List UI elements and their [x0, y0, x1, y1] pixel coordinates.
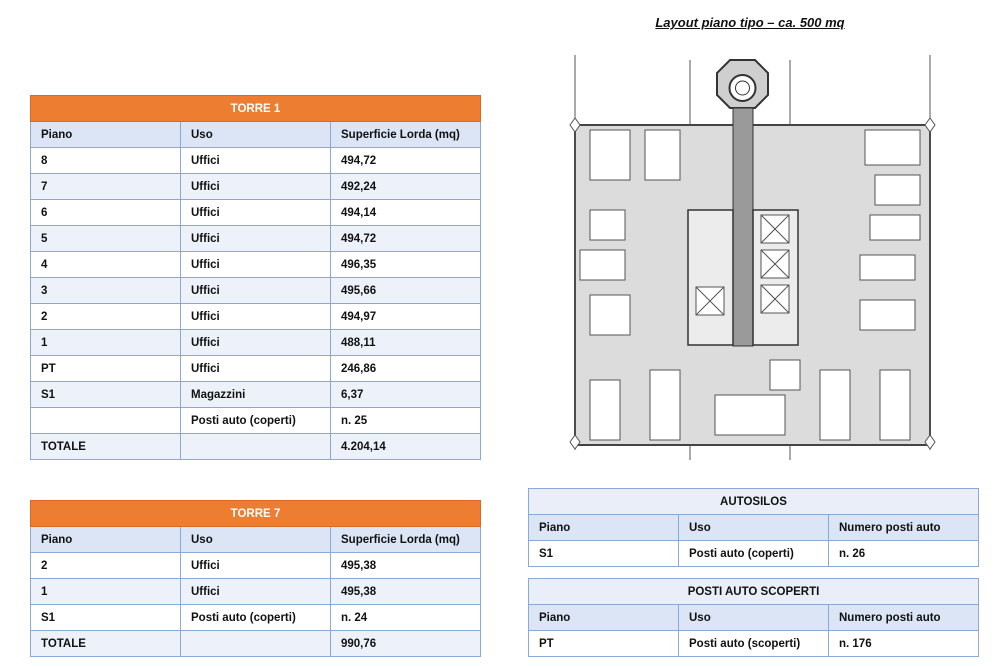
cell-uso: Uffici — [180, 225, 331, 252]
cell-superficie: 494,72 — [330, 225, 481, 252]
torre7-title: TORRE 7 — [30, 500, 481, 527]
cell-superficie: 495,38 — [330, 552, 481, 579]
cell-uso — [180, 433, 331, 460]
cell-piano: 7 — [30, 173, 181, 200]
cell-uso: Uffici — [180, 173, 331, 200]
total-row: TOTALE 4.204,14 — [30, 433, 481, 460]
column-header-piano: Piano — [30, 526, 181, 553]
cell-uso: Magazzini — [180, 381, 331, 408]
cell-uso — [180, 630, 331, 657]
cell-superficie: 496,35 — [330, 251, 481, 278]
cell-piano: 3 — [30, 277, 181, 304]
cell-uso: Uffici — [180, 329, 331, 356]
cell-numero-posti: n. 26 — [828, 540, 979, 567]
column-header-uso: Uso — [678, 514, 829, 541]
table-row: Posti auto (coperti)n. 25 — [30, 407, 481, 434]
cell-superficie: 495,66 — [330, 277, 481, 304]
cell-piano: PT — [30, 355, 181, 382]
column-header-piano: Piano — [528, 514, 679, 541]
cell-superficie: 494,72 — [330, 147, 481, 174]
cell-superficie: 990,76 — [330, 630, 481, 657]
cell-piano: TOTALE — [30, 433, 181, 460]
cell-numero-posti: n. 176 — [827, 630, 980, 657]
cell-piano — [30, 407, 181, 434]
column-header-superficie: Superficie Lorda (mq) — [330, 121, 481, 148]
total-row: TOTALE 990,76 — [30, 630, 481, 657]
cell-superficie: 494,97 — [330, 303, 481, 330]
torre7-table: TORRE 7 Piano Uso Superficie Lorda (mq) … — [30, 500, 481, 657]
cell-uso: Posti auto (coperti) — [180, 407, 331, 434]
cell-superficie: 4.204,14 — [330, 433, 481, 460]
cell-piano: 4 — [30, 251, 181, 278]
cell-superficie: 495,38 — [330, 578, 481, 605]
cell-uso: Posti auto (coperti) — [678, 540, 829, 567]
cell-uso: Uffici — [180, 303, 331, 330]
column-header-numero-posti: Numero posti auto — [827, 604, 980, 631]
torre1-table: TORRE 1 Piano Uso Superficie Lorda (mq) … — [30, 95, 481, 460]
column-header-uso: Uso — [678, 604, 829, 631]
column-header-piano: Piano — [30, 121, 181, 148]
cell-superficie: n. 25 — [330, 407, 481, 434]
cell-piano: PT — [528, 630, 679, 657]
cell-uso: Uffici — [180, 355, 331, 382]
cell-superficie: 492,24 — [330, 173, 481, 200]
floor-plan-drawing — [569, 55, 936, 460]
scoperti-title: POSTI AUTO SCOPERTI — [527, 578, 980, 605]
cell-piano: S1 — [30, 381, 181, 408]
cell-piano: 8 — [30, 147, 181, 174]
column-header-uso: Uso — [180, 526, 331, 553]
cell-piano: 5 — [30, 225, 181, 252]
cell-superficie: 246,86 — [330, 355, 481, 382]
autosilos-table: AUTOSILOS Piano Uso Numero posti auto S1… — [528, 488, 979, 567]
cell-superficie: 6,37 — [330, 381, 481, 408]
posti-auto-scoperti-table: POSTI AUTO SCOPERTI Piano Uso Numero pos… — [527, 578, 980, 657]
cell-uso: Uffici — [180, 552, 331, 579]
torre1-title: TORRE 1 — [30, 95, 481, 122]
column-header-superficie: Superficie Lorda (mq) — [330, 526, 481, 553]
cell-piano: S1 — [528, 540, 679, 567]
cell-piano: 2 — [30, 303, 181, 330]
cell-uso: Uffici — [180, 251, 331, 278]
cell-piano: 6 — [30, 199, 181, 226]
column-header-uso: Uso — [180, 121, 331, 148]
cell-piano: TOTALE — [30, 630, 181, 657]
cell-superficie: n. 24 — [330, 604, 481, 631]
column-header-numero-posti: Numero posti auto — [828, 514, 979, 541]
cell-uso: Posti auto (scoperti) — [678, 630, 829, 657]
cell-uso: Uffici — [180, 199, 331, 226]
plan-title: Layout piano tipo – ca. 500 mq — [655, 15, 845, 30]
cell-uso: Posti auto (coperti) — [180, 604, 331, 631]
cell-piano: 1 — [30, 329, 181, 356]
autosilos-title: AUTOSILOS — [528, 488, 979, 515]
cell-piano: 2 — [30, 552, 181, 579]
cell-uso: Uffici — [180, 147, 331, 174]
cell-piano: S1 — [30, 604, 181, 631]
cell-uso: Uffici — [180, 578, 331, 605]
cell-piano: 1 — [30, 578, 181, 605]
column-header-piano: Piano — [528, 604, 679, 631]
cell-superficie: 494,14 — [330, 199, 481, 226]
cell-uso: Uffici — [180, 277, 331, 304]
cell-superficie: 488,11 — [330, 329, 481, 356]
